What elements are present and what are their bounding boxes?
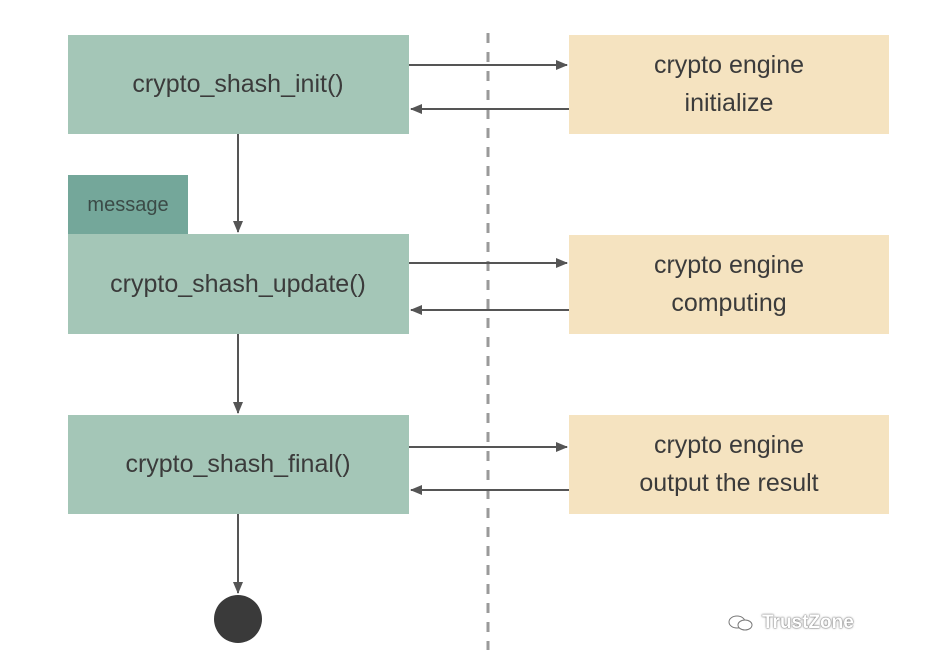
api-label-update: crypto_shash_update() (110, 270, 366, 298)
engine-line-2: computing (671, 289, 786, 317)
api-box-update: crypto_shash_update() (68, 234, 409, 334)
watermark-text: TrustZone (762, 612, 854, 633)
engine-line-1: crypto engine (654, 431, 804, 459)
engine-box-output: crypto engine output the result (569, 415, 889, 514)
api-label-init: crypto_shash_init() (132, 70, 343, 98)
api-box-init: crypto_shash_init() (68, 35, 409, 134)
engine-box-initialize: crypto engine initialize (569, 35, 889, 134)
watermark: TrustZone (728, 612, 854, 634)
engine-line-1: crypto engine (654, 251, 804, 279)
message-tag-label: message (87, 194, 168, 216)
api-label-final: crypto_shash_final() (125, 450, 350, 478)
engine-line-1: crypto engine (654, 51, 804, 79)
message-tag: message (68, 175, 188, 234)
engine-line-2: initialize (685, 89, 774, 117)
engine-line-2: output the result (639, 469, 818, 497)
wechat-icon (728, 615, 753, 631)
end-node (214, 595, 262, 643)
engine-box-computing: crypto engine computing (569, 235, 889, 334)
api-box-final: crypto_shash_final() (68, 415, 409, 514)
